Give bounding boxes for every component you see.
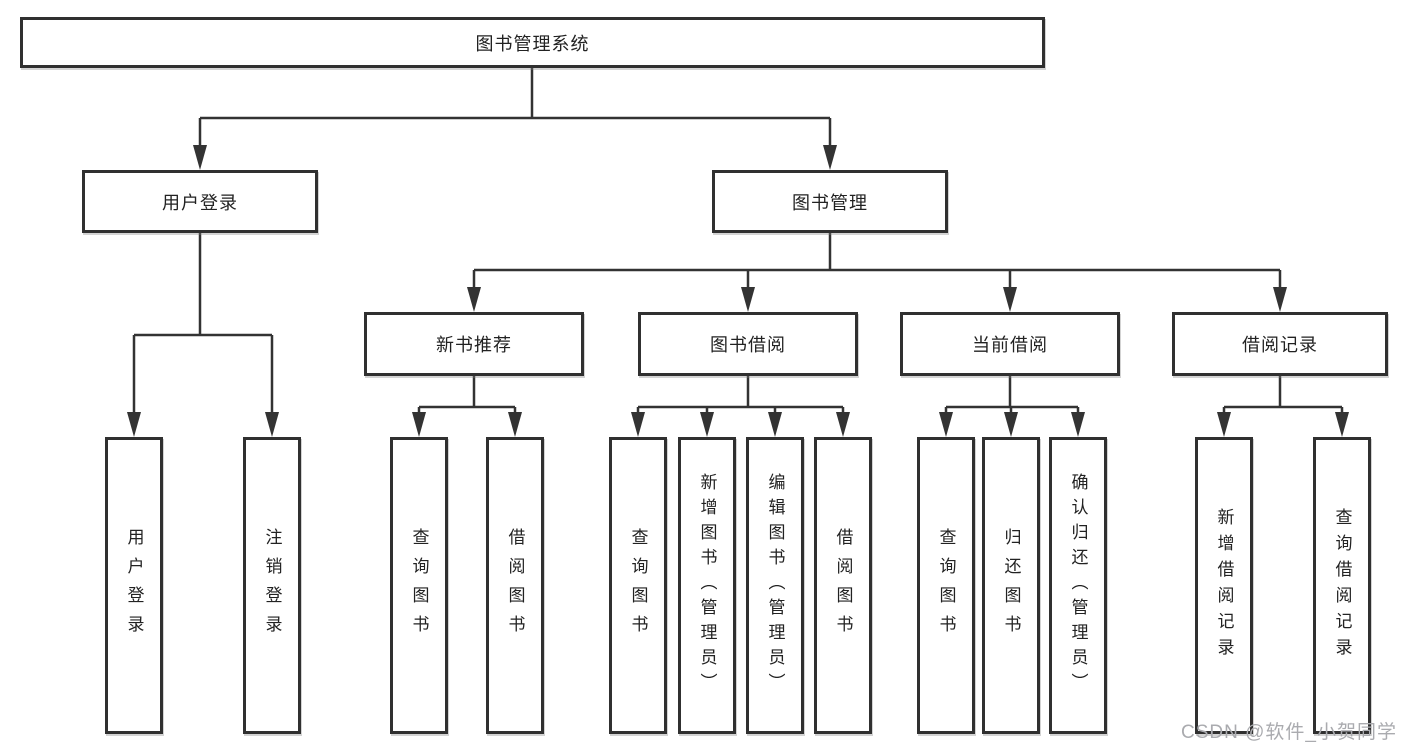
arrowhead	[1335, 412, 1349, 437]
leaf-edit-books-admin: 编辑图书（管理员）	[746, 437, 804, 734]
arrowhead	[508, 412, 522, 437]
arrowhead	[412, 412, 426, 437]
edge-root-to-level2	[198, 68, 832, 149]
arrowhead	[700, 412, 714, 437]
edge-bookmgmt-to-level3	[472, 233, 1282, 291]
node-current-borrow: 当前借阅	[900, 312, 1120, 376]
leaf-confirm-return-admin: 确认归还（管理员）	[1049, 437, 1107, 734]
leaf-query-borrow-record: 查询借阅记录	[1313, 437, 1371, 734]
arrowhead	[467, 287, 481, 312]
leaf-user-login: 用户登录	[105, 437, 163, 734]
arrowhead	[823, 145, 837, 170]
arrowhead	[741, 287, 755, 312]
leaf-logout: 注销登录	[243, 437, 301, 734]
arrowhead	[768, 412, 782, 437]
edge-newbook-to-leaves	[417, 376, 517, 416]
leaf-add-borrow-record: 新增借阅记录	[1195, 437, 1253, 734]
connector-paths	[132, 68, 1344, 416]
arrowhead	[193, 145, 207, 170]
arrowhead	[1273, 287, 1287, 312]
edge-borrowrecords-to-leaves	[1222, 376, 1344, 416]
leaf-return-books: 归还图书	[982, 437, 1040, 734]
leaf-query-books-current: 查询图书	[917, 437, 975, 734]
node-book-management: 图书管理	[712, 170, 948, 233]
arrowheads	[127, 145, 1349, 437]
arrowhead	[265, 412, 279, 437]
leaf-borrow-books-recommend: 借阅图书	[486, 437, 544, 734]
leaf-query-books-recommend: 查询图书	[390, 437, 448, 734]
edge-userlogin-to-leaves	[132, 233, 274, 416]
arrowhead	[939, 412, 953, 437]
edge-bookborrow-to-leaves	[636, 376, 845, 416]
arrowhead	[836, 412, 850, 437]
leaf-query-books-borrow: 查询图书	[609, 437, 667, 734]
arrowhead	[1071, 412, 1085, 437]
edge-currentborrow-to-leaves	[944, 376, 1080, 416]
node-user-login: 用户登录	[82, 170, 318, 233]
leaf-add-books-admin: 新增图书（管理员）	[678, 437, 736, 734]
csdn-watermark: CSDN @软件_小贺同学	[1181, 722, 1397, 743]
arrowhead	[1003, 287, 1017, 312]
node-library-management-system: 图书管理系统	[20, 17, 1045, 68]
node-borrow-records: 借阅记录	[1172, 312, 1388, 376]
arrowhead	[127, 412, 141, 437]
leaf-borrow-books: 借阅图书	[814, 437, 872, 734]
arrowhead	[631, 412, 645, 437]
node-new-book-recommend: 新书推荐	[364, 312, 584, 376]
arrowhead	[1004, 412, 1018, 437]
node-book-borrow: 图书借阅	[638, 312, 858, 376]
arrowhead	[1217, 412, 1231, 437]
